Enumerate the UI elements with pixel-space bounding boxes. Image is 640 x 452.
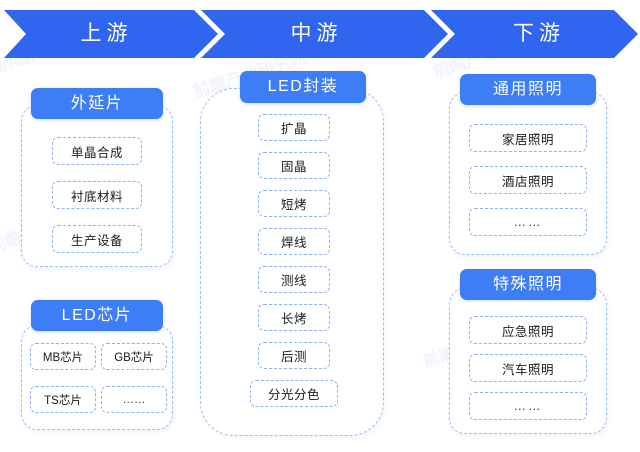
group-title-downstream-general-lighting[interactable]: 通用照明 (460, 74, 596, 105)
item-downstream-special-more[interactable]: …… (469, 392, 587, 420)
item-downstream-home-lighting[interactable]: 家居照明 (469, 124, 587, 152)
banner-label-upstream[interactable]: 上游 (80, 22, 133, 45)
chain-stage-banner: 上游 中游 下游 (4, 10, 638, 58)
banner-label-midstream[interactable]: 中游 (290, 22, 343, 45)
banner-segment-downstream-shape (431, 10, 638, 58)
item-upstream-single-crystal-synthesis[interactable]: 单晶合成 (52, 137, 142, 165)
item-midstream-wire-testing[interactable]: 测线 (258, 266, 330, 293)
group-title-midstream-led-packaging[interactable]: LED封装 (240, 71, 366, 103)
item-midstream-long-baking[interactable]: 长烤 (258, 304, 330, 331)
item-downstream-automotive-lighting[interactable]: 汽车照明 (469, 354, 587, 382)
item-midstream-crystal-expansion[interactable]: 扩晶 (258, 114, 330, 141)
item-midstream-short-baking[interactable]: 短烤 (258, 190, 330, 217)
item-downstream-hotel-lighting[interactable]: 酒店照明 (469, 166, 587, 194)
item-upstream-gb-chip[interactable]: GB芯片 (101, 343, 167, 370)
banner-label-downstream[interactable]: 下游 (513, 22, 565, 45)
item-upstream-substrate-material[interactable]: 衬底材料 (52, 181, 142, 209)
item-midstream-die-bonding[interactable]: 固晶 (258, 152, 330, 179)
item-upstream-ts-chip[interactable]: TS芯片 (30, 386, 96, 413)
item-upstream-production-equipment[interactable]: 生产设备 (52, 225, 142, 253)
item-midstream-post-testing[interactable]: 后测 (258, 342, 330, 369)
group-card-upstream-led-chip (21, 325, 173, 430)
item-midstream-spectral-color-sorting[interactable]: 分光分色 (250, 380, 338, 407)
banner-segment-upstream-shape (4, 10, 218, 58)
group-title-downstream-special-lighting[interactable]: 特殊照明 (460, 269, 596, 300)
item-midstream-wire-bonding[interactable]: 焊线 (258, 228, 330, 255)
item-upstream-mb-chip[interactable]: MB芯片 (30, 343, 96, 370)
group-title-upstream-led-chip[interactable]: LED芯片 (31, 300, 163, 331)
item-downstream-emergency-lighting[interactable]: 应急照明 (469, 316, 587, 344)
item-downstream-general-more[interactable]: …… (469, 208, 587, 236)
group-title-upstream-epitaxial-wafer[interactable]: 外延片 (31, 88, 163, 119)
banner-segment-midstream-shape (201, 10, 448, 58)
item-upstream-more[interactable]: …… (101, 386, 167, 413)
